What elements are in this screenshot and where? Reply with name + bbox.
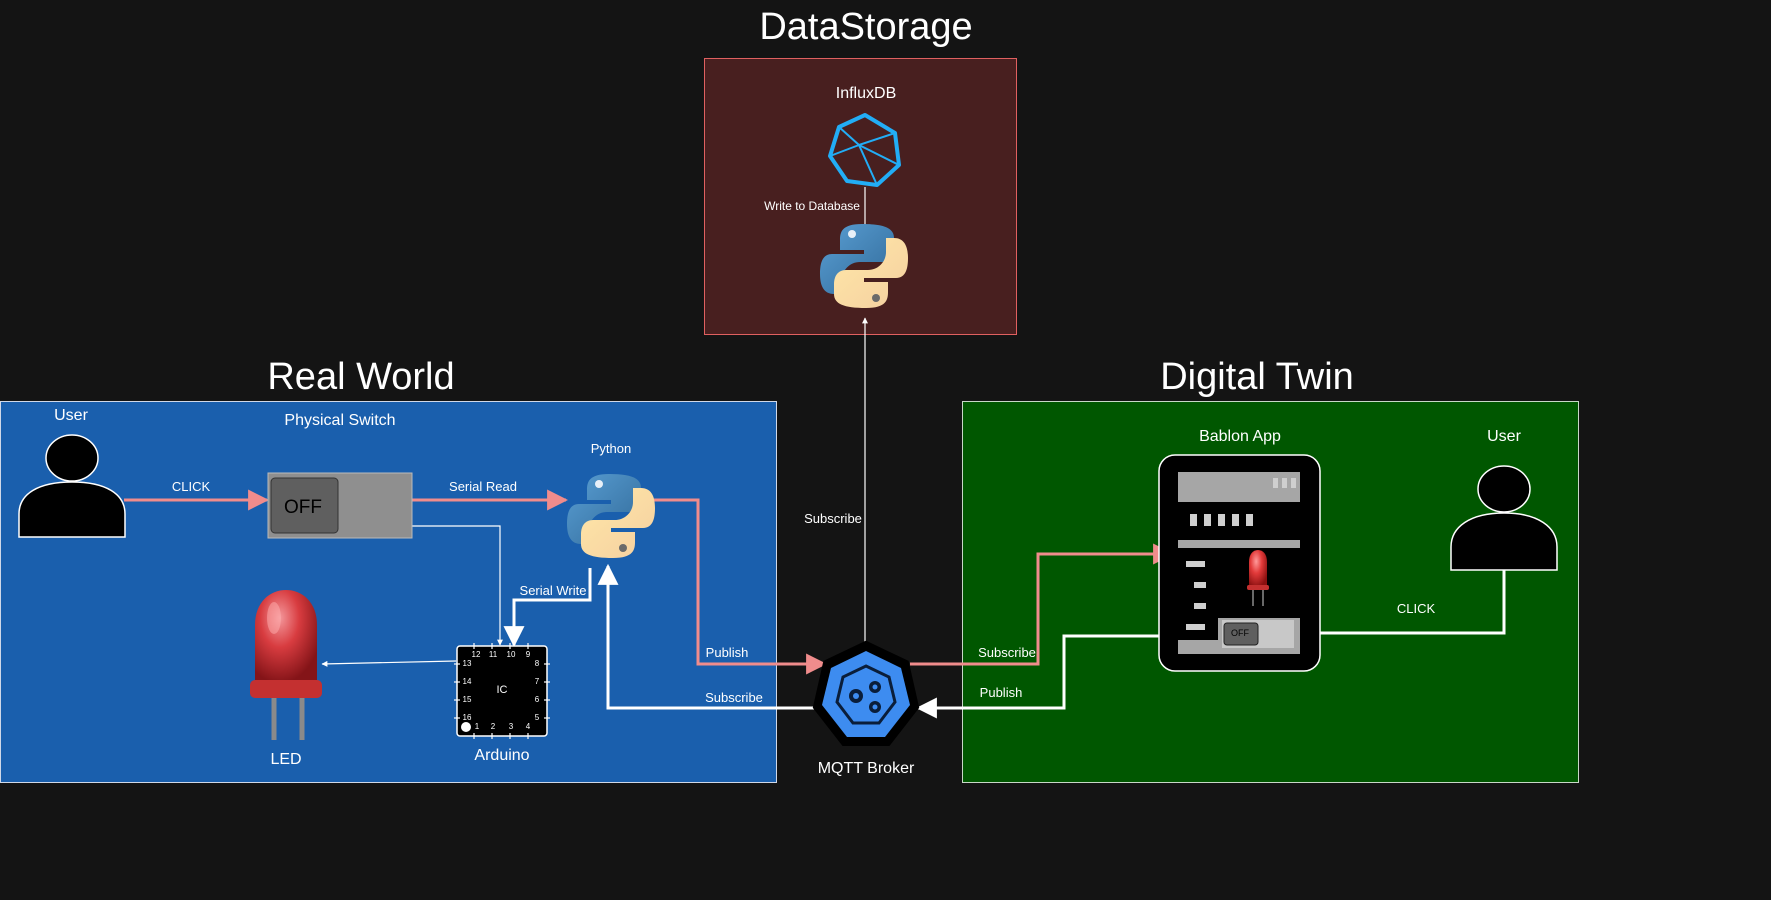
- real-world-panel: [0, 401, 777, 783]
- publish-real-label: Publish: [705, 645, 749, 660]
- arduino-pin-label: 11: [488, 650, 498, 659]
- arduino-ic-label: IC: [496, 684, 508, 696]
- data-storage-title: DataStorage: [759, 6, 973, 48]
- publish-connector: [653, 498, 828, 675]
- mqtt-broker-label: MQTT Broker: [817, 760, 915, 777]
- python-logo-real-icon: [567, 474, 655, 558]
- subscribe-real-connector: [597, 563, 816, 710]
- arduino-pin-label: 3: [508, 722, 514, 731]
- arduino-label: Arduino: [474, 747, 530, 764]
- arduino-to-led-connector: [321, 660, 457, 667]
- arduino-pin-label: 13: [462, 659, 472, 668]
- subscribe-twin-label: Subscribe: [978, 645, 1036, 660]
- arduino-pin-label: 5: [534, 713, 540, 722]
- physical-switch-state: OFF: [284, 497, 322, 518]
- click-twin-connector: [1294, 570, 1506, 644]
- digital-twin-title: Digital Twin: [1160, 356, 1354, 398]
- arduino-pin-label: 8: [534, 659, 540, 668]
- arduino-pin-label: 10: [506, 650, 516, 659]
- publish-twin-label: Publish: [979, 685, 1023, 700]
- arduino-pin-label: 15: [462, 695, 472, 704]
- physical-switch-icon: [267, 472, 413, 539]
- publish-twin-connector: [915, 634, 1175, 719]
- mqtt-broker-icon: [812, 640, 920, 746]
- arduino-pin-label: 16: [462, 713, 472, 722]
- arduino-pin-label: 12: [471, 650, 481, 659]
- arduino-pin-label: 9: [525, 650, 531, 659]
- real-world-title: Real World: [267, 356, 455, 398]
- subscribe-twin-connector: [910, 543, 1175, 666]
- python-real-label: Python: [590, 441, 632, 456]
- user-icon: [18, 434, 126, 538]
- arduino-chip-icon: [454, 643, 550, 739]
- click-twin-label: CLICK: [1396, 601, 1436, 616]
- subscribe-storage-label: Subscribe: [804, 511, 862, 526]
- influxdb-label: InfluxDB: [835, 85, 897, 102]
- bablon-app-tablet-icon: [1158, 454, 1321, 672]
- user-twin-icon: [1450, 465, 1558, 571]
- python-logo-icon: [820, 224, 908, 308]
- serial-write-label: Serial Write: [519, 583, 587, 598]
- arduino-pin-label: 2: [490, 722, 496, 731]
- serial-write-connector: [503, 568, 592, 648]
- app-switch-state: OFF: [1231, 628, 1249, 638]
- influxdb-icon: [828, 113, 901, 187]
- arduino-pin-label: 6: [534, 695, 540, 704]
- bablon-app-label: Bablon App: [1199, 428, 1281, 445]
- write-db-label: Write to Database: [764, 199, 860, 213]
- arduino-pin-label: 7: [534, 677, 540, 686]
- user-real-label: User: [54, 407, 88, 424]
- arduino-pin-label: 1: [474, 722, 480, 731]
- switch-to-arduino-connector: [412, 525, 503, 646]
- subscribe-real-label: Subscribe: [705, 690, 763, 705]
- led-label: LED: [270, 751, 302, 768]
- click-real-label: CLICK: [171, 479, 211, 494]
- user-twin-label: User: [1487, 428, 1521, 445]
- serial-read-label: Serial Read: [449, 479, 517, 494]
- arduino-pin-label: 14: [462, 677, 472, 686]
- physical-switch-label: Physical Switch: [284, 412, 396, 429]
- arduino-pin-label: 4: [525, 722, 531, 731]
- led-icon: [250, 590, 322, 740]
